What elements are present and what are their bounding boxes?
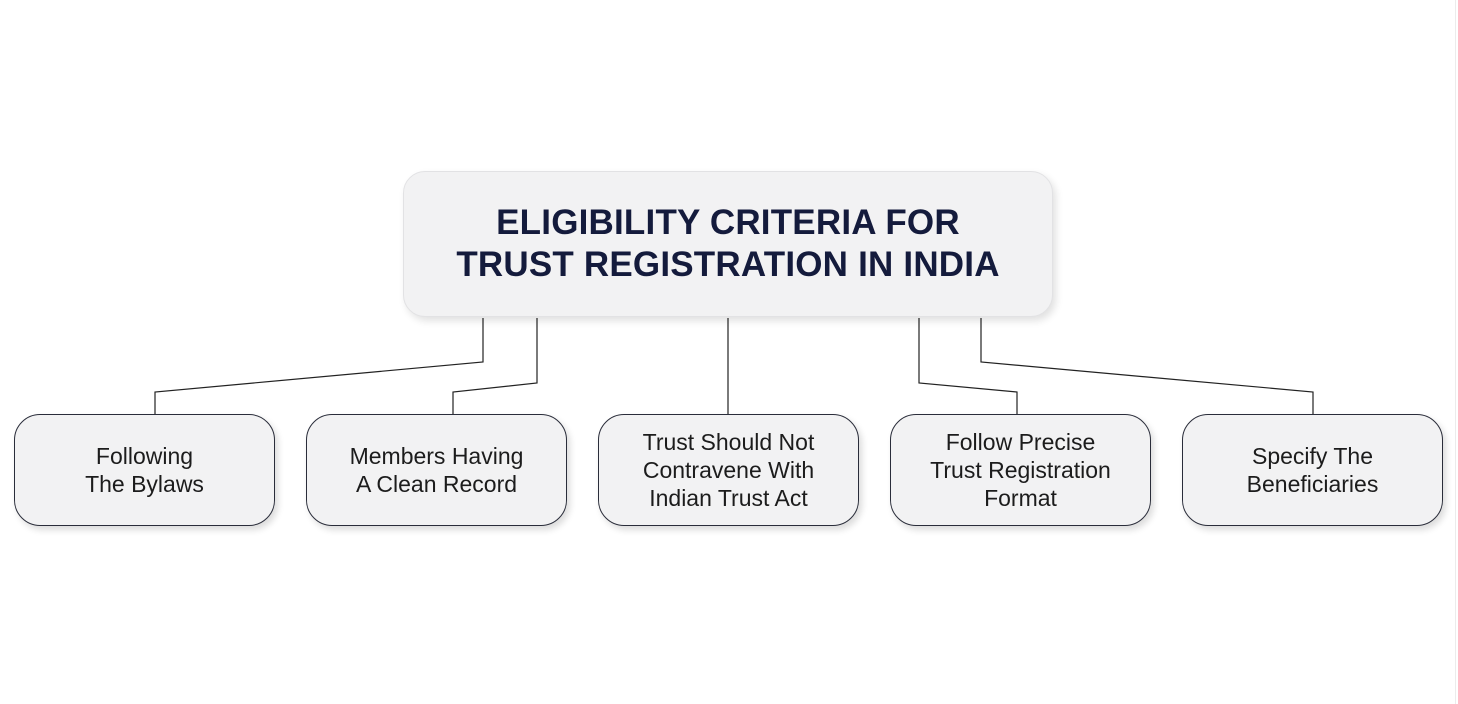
child-node-registration-format: Follow Precise Trust Registration Format: [890, 414, 1151, 526]
connector-5: [980, 318, 1314, 414]
child-label: Following The Bylaws: [85, 442, 204, 498]
child-label-line: A Clean Record: [355, 471, 518, 497]
child-label-line: The Bylaws: [85, 471, 204, 497]
root-title-line-2: TRUST REGISTRATION IN INDIA: [456, 245, 1000, 284]
child-label-line: Beneficiaries: [1246, 471, 1379, 497]
child-label: Follow Precise Trust Registration Format: [930, 428, 1111, 512]
page-edge-divider: [1455, 0, 1456, 704]
root-title: ELIGIBILITY CRITERIA FOR TRUST REGISTRAT…: [456, 202, 999, 286]
child-node-indian-trust-act: Trust Should Not Contravene With Indian …: [598, 414, 859, 526]
child-label-line: Specify The: [1251, 443, 1374, 469]
child-label-line: Indian Trust Act: [649, 485, 808, 511]
connector-2: [452, 318, 538, 414]
child-node-following-bylaws: Following The Bylaws: [14, 414, 275, 526]
child-label-line: Follow Precise: [945, 429, 1096, 455]
child-node-beneficiaries: Specify The Beneficiaries: [1182, 414, 1443, 526]
child-label: Members Having A Clean Record: [350, 442, 524, 498]
child-label-line: Following: [95, 443, 194, 469]
child-label: Specify The Beneficiaries: [1247, 442, 1379, 498]
root-title-line-1: ELIGIBILITY CRITERIA FOR: [496, 203, 960, 242]
child-label-line: Contravene With: [642, 457, 815, 483]
connector-4: [918, 318, 1018, 414]
child-label-line: Trust Registration: [930, 457, 1111, 483]
root-node: ELIGIBILITY CRITERIA FOR TRUST REGISTRAT…: [403, 171, 1053, 317]
child-label-line: Format: [984, 485, 1057, 511]
child-label-line: Trust Should Not: [642, 429, 815, 455]
child-label-line: Members Having: [349, 443, 524, 469]
connector-1: [154, 318, 484, 414]
child-node-clean-record: Members Having A Clean Record: [306, 414, 567, 526]
child-label: Trust Should Not Contravene With Indian …: [643, 428, 815, 512]
